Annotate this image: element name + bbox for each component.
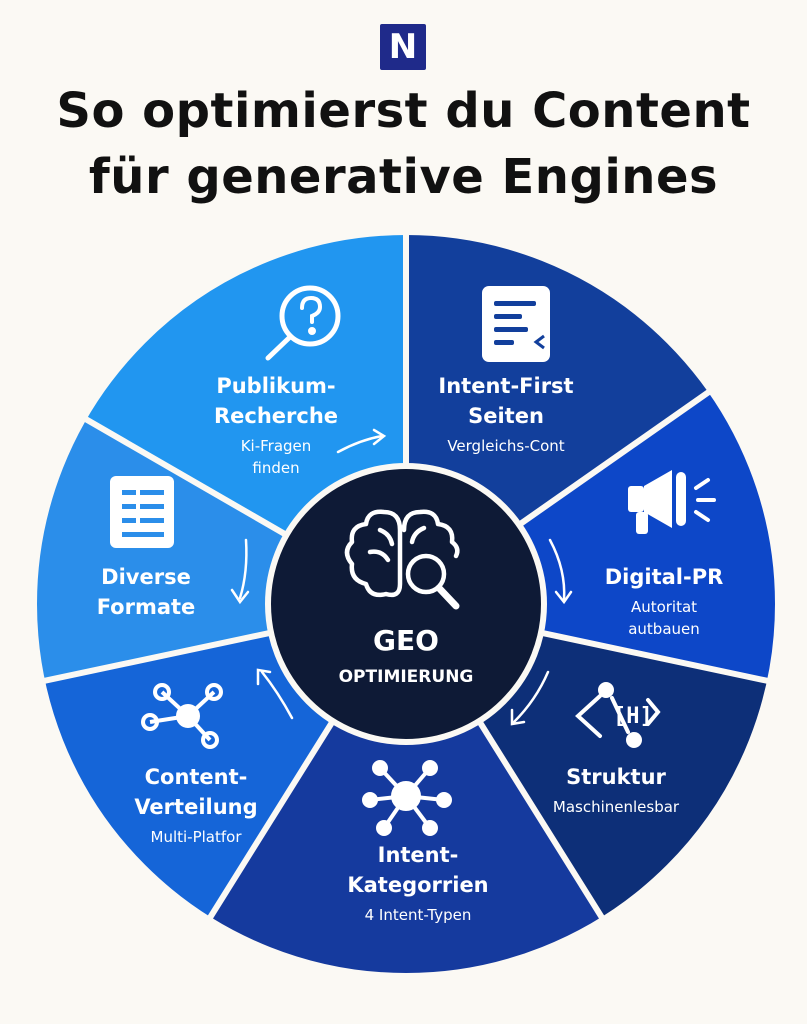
- arrow-3-head: [510, 708, 526, 726]
- segment-subtitle: 4 Intent-Typen: [365, 906, 472, 924]
- center-title: GEO: [373, 624, 439, 657]
- brain-magnifier-icon: [344, 509, 460, 610]
- segment-subtitle: finden: [252, 459, 299, 477]
- arrow-4: [260, 670, 294, 720]
- segment-subtitle: Ki-Fragen: [241, 437, 312, 455]
- segment-title: Verteilung: [134, 795, 257, 819]
- segment-title: Publikum-: [216, 374, 335, 398]
- logo-letter: N: [388, 27, 418, 67]
- arrow-2-head: [554, 590, 573, 605]
- segment-title: Intent-First: [438, 374, 573, 398]
- segment-subtitle: Maschinenlesbar: [553, 798, 680, 816]
- segment-subtitle: autbauen: [628, 620, 700, 638]
- center-circle: [265, 463, 547, 745]
- arrow-2: [548, 538, 566, 602]
- segment-subtitle: Autoritat: [631, 598, 697, 616]
- arrow-5-head: [230, 588, 250, 605]
- document-icon: [482, 286, 550, 362]
- page-title: So optimierst du Content für generative …: [0, 78, 807, 210]
- segment-subtitle: Vergleichs-Cont: [447, 437, 564, 455]
- network-hub-icon: [362, 760, 452, 836]
- segment-title: Seiten: [468, 404, 544, 428]
- arrow-1-head: [372, 428, 387, 446]
- arrow-1: [336, 434, 384, 454]
- segment-subtitle: Multi-Platfor: [151, 828, 243, 846]
- segment-title: Intent-: [378, 843, 459, 867]
- svg-text:[H]: [H]: [613, 704, 653, 729]
- share-network-icon: [141, 683, 223, 749]
- page-title-line-2: für generative Engines: [88, 149, 719, 205]
- arrow-5: [238, 538, 248, 600]
- list-document-icon: [110, 476, 174, 548]
- segment-title: Content-: [145, 765, 248, 789]
- segment-title: Formate: [97, 595, 196, 619]
- flow-arrows: [230, 428, 573, 726]
- megaphone-icon: [628, 470, 716, 534]
- page-title-line-1: So optimierst du Content: [56, 83, 751, 139]
- question-magnifier-icon: [265, 285, 341, 361]
- arrow-3: [512, 670, 550, 724]
- labels-layer: Publikum-RechercheKi-FragenfindenIntent-…: [97, 374, 724, 924]
- segment-title: Kategorrien: [347, 873, 488, 897]
- segment-title: Struktur: [566, 765, 666, 789]
- segment-title: Recherche: [214, 404, 338, 428]
- segment-title: Digital-PR: [605, 565, 724, 589]
- code-structure-icon: [H]: [575, 682, 661, 748]
- segment-title: Diverse: [101, 565, 191, 589]
- brand-logo: N: [380, 24, 426, 70]
- center-subtitle: OPTIMIERUNG: [339, 667, 474, 687]
- arrow-4-head: [256, 668, 272, 686]
- wheel-rim: [35, 233, 777, 975]
